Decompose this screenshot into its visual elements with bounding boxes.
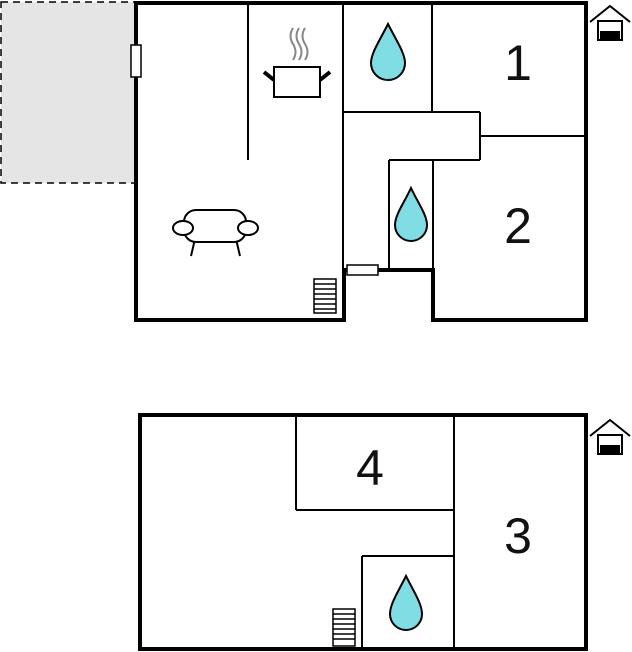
window-icon [130, 44, 142, 78]
house-floor-icon [589, 4, 631, 41]
cooking-pot-icon [262, 27, 332, 98]
bathroom-water-drop-icon [388, 573, 424, 631]
house-floor-icon [589, 418, 631, 455]
bathroom-water-drop-icon [393, 185, 429, 242]
room-number-4: 4 [356, 440, 384, 496]
room-number-3: 3 [504, 508, 532, 564]
room-number-2: 2 [504, 198, 532, 254]
staircase-icon [332, 608, 356, 647]
door-icon [346, 264, 379, 276]
room-number-1: 1 [504, 35, 532, 91]
lower-interior-walls [295, 415, 455, 649]
terrace-area [0, 1, 136, 184]
sofa-icon [172, 209, 259, 257]
staircase-icon [313, 278, 337, 314]
upper-interior-walls [247, 3, 586, 270]
bathroom-water-drop-icon [369, 21, 407, 81]
